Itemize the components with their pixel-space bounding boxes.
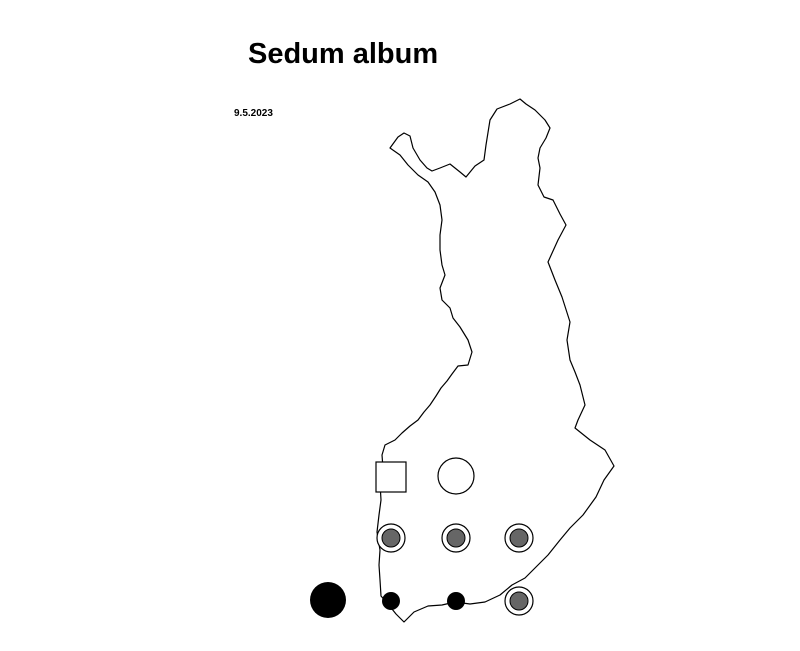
map-marker (504, 586, 534, 616)
map-marker (447, 592, 465, 610)
finland-outline (376, 98, 615, 623)
map-date: 9.5.2023 (234, 108, 273, 119)
map-marker (375, 461, 407, 493)
map-marker (504, 523, 534, 553)
map-title: Sedum album (248, 38, 439, 70)
marker-layer (310, 457, 534, 618)
map-marker (441, 523, 471, 553)
map-marker (310, 582, 346, 618)
map-marker (376, 523, 406, 553)
map-marker (437, 457, 475, 495)
map-marker (382, 592, 400, 610)
